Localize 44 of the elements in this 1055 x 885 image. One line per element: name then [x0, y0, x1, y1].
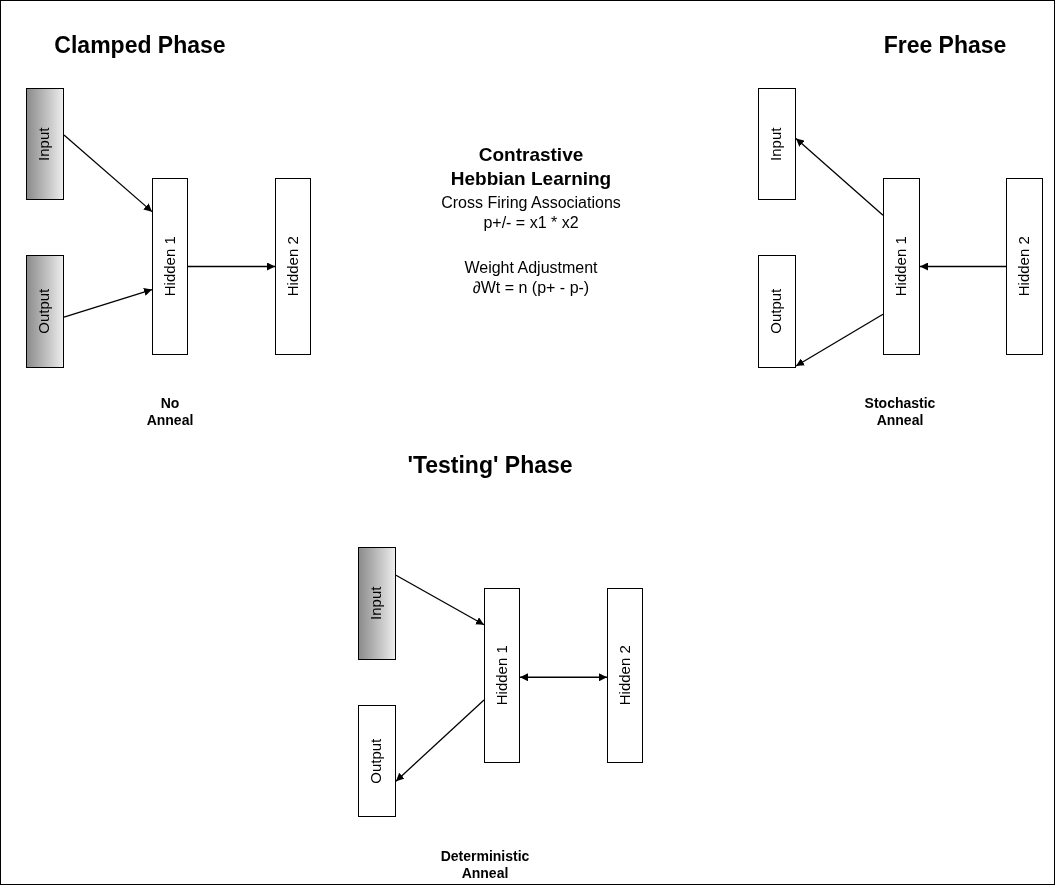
arrow — [919, 262, 1007, 271]
layer-label: Input — [766, 127, 786, 161]
layer-box — [152, 178, 188, 355]
layer-label: Output — [366, 738, 386, 784]
arrow — [795, 313, 884, 367]
layer-box — [275, 178, 311, 355]
layer-label: Hidden 1 — [891, 236, 911, 297]
heading: 'Testing' Phase — [406, 451, 574, 480]
arrow — [63, 288, 153, 318]
layer-box — [1006, 178, 1043, 355]
layer-box — [758, 88, 796, 200]
layer-label: Output — [766, 289, 786, 334]
layer-box — [607, 588, 643, 763]
heading: Free Phase — [882, 31, 1008, 60]
formula-text: Weight Adjustment — [463, 258, 599, 278]
arrow — [63, 134, 153, 213]
formula-text: p+/- = x1 * x2 — [482, 213, 580, 233]
arrow — [795, 137, 884, 216]
layer-label: Hidden 1 — [159, 236, 179, 297]
heading: Clamped Phase — [53, 31, 227, 60]
phase-note: Deterministic Anneal — [439, 848, 531, 882]
arrow — [395, 699, 485, 782]
layer-label: Input — [366, 586, 386, 621]
layer-label: Hidden 1 — [491, 645, 511, 706]
layer-box — [26, 88, 64, 200]
arrow — [519, 673, 608, 682]
layer-box — [758, 255, 796, 368]
formula-text: Cross Firing Associations — [440, 193, 622, 213]
layer-label: Hidden 2 — [1014, 236, 1034, 297]
layer-label: Hidden 2 — [614, 645, 634, 706]
heading: Contrastive Hebbian Learning — [449, 143, 613, 191]
layer-box — [26, 255, 64, 368]
arrow — [187, 262, 276, 271]
layer-box — [358, 547, 396, 660]
phase-note: No Anneal — [145, 395, 195, 429]
layer-box — [883, 178, 920, 355]
layer-label: Hidden 2 — [282, 236, 302, 297]
phase-note: Stochastic Anneal — [863, 395, 937, 429]
layer-label: Output — [34, 289, 54, 334]
arrow — [395, 574, 485, 626]
formula-text: ∂Wt = n (p+ - p-) — [471, 278, 591, 298]
layer-label: Input — [34, 127, 54, 161]
layer-box — [358, 705, 396, 817]
layer-box — [484, 588, 520, 763]
